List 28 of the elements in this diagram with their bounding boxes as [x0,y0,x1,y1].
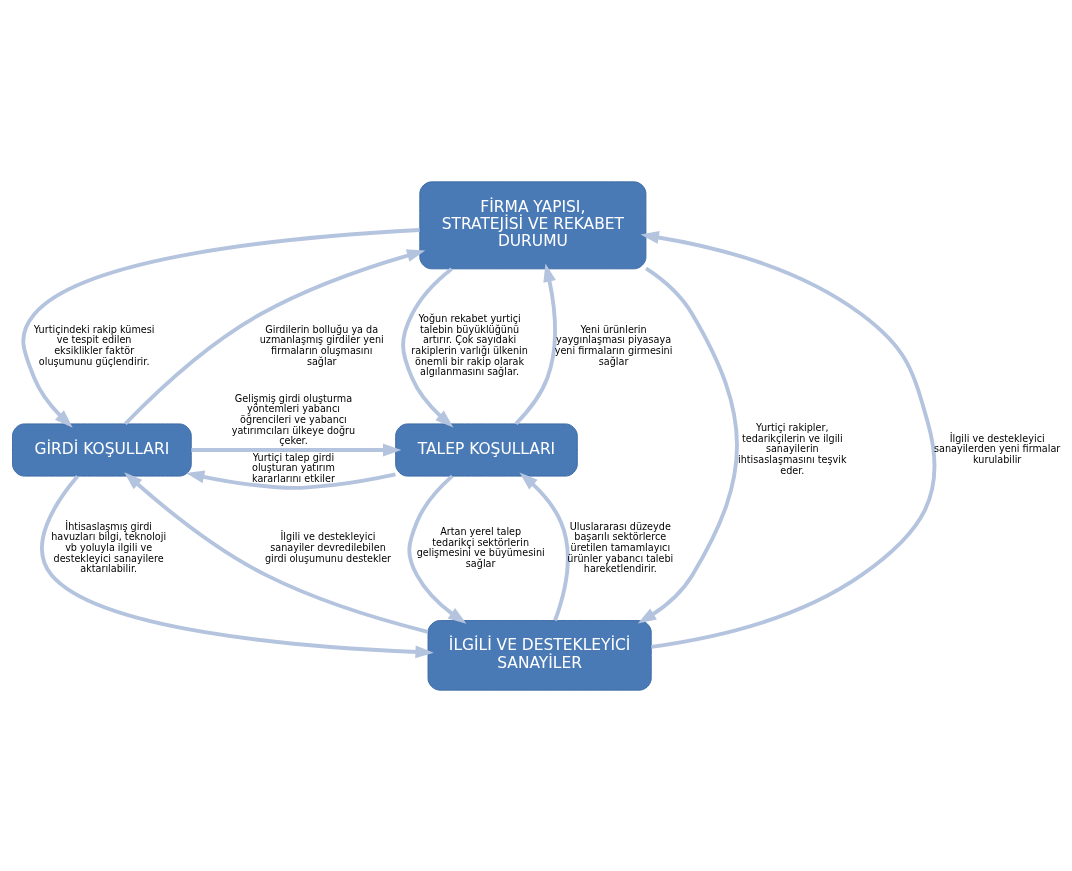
edge-label: İlgili ve destekleyici sanayilerden yeni firmalar kurulabilir [933,432,1061,465]
edge-label: Yurtiçi rakipler, tedarikçilerin ve ilgili sanayilerin ihtisaslaşmasını teşvik eder. [738,421,847,476]
edge-label: Uluslararası düzeyde başarılı sektörlerce üretilen tamamlayıcı ürünler yabancı talebi hareketlendirir. [567,520,674,574]
arrow [519,471,570,621]
node-box: FİRMA YAPISI, STRATEJİSİ VE REKABET DURUMU [419,180,647,269]
arrow [124,471,429,634]
edge-label: Yurtiçi talep girdi oluşturan yatırım kararlarını etkiler [252,451,335,484]
arrow [401,267,454,428]
edge-label: İhtisaslaşmış girdi havuzları bilgi, teknoloji vb yoluyla ilgili ve destekleyici sanayilere aktarılabilir. [51,520,167,574]
edge-label: Girdilerin bolluğu ya da uzmanlaşmış girdiler yeni firmaların oluşmasını sağlar [259,323,384,366]
edge-label: Gelişmiş girdi oluşturma yöntemleri yabancı öğrencileri ve yabancı yatırımcıları ülkeye doğru çeker. [231,392,356,446]
arrow [407,474,467,624]
arrow [185,470,396,490]
node-box: TALEP KOŞULLARI [395,422,578,477]
arrow [514,262,557,425]
edge-label: İlgili ve destekleyici sanayiler devredilebilen girdi oluşumunu destekler [264,530,392,564]
arrow [40,474,434,658]
edge-label: Yeni ürünlerin yaygınlaşması piyasaya yeni firmaların girmesini sağlar [554,323,673,366]
edge-label: Artan yerel talep tedarikçi sektörlerin gelişmesini ve büyümesini sağlar [416,525,545,569]
arrow [640,230,937,649]
node-box: İLGİLİ VE DESTEKLEYİCİ SANAYİLER [427,619,652,691]
edge-label: Yurtiçindeki rakip kümesi ve tespit edilen eksiklikler faktör oluşumunu güçlendirir. [33,323,155,366]
edge-label: Yoğun rekabet yurtiçi talebin büyüklüğünü artırır. Çok sayıdaki rakiplerin varlığı ülkenin önemli bir rakip olarak algılanmasını sağlar. [411,312,528,377]
arrow [21,227,420,428]
arrow [191,443,402,456]
arrow [637,266,739,624]
node-box: GİRDİ KOŞULLARI [12,422,192,477]
arrow [124,248,426,425]
